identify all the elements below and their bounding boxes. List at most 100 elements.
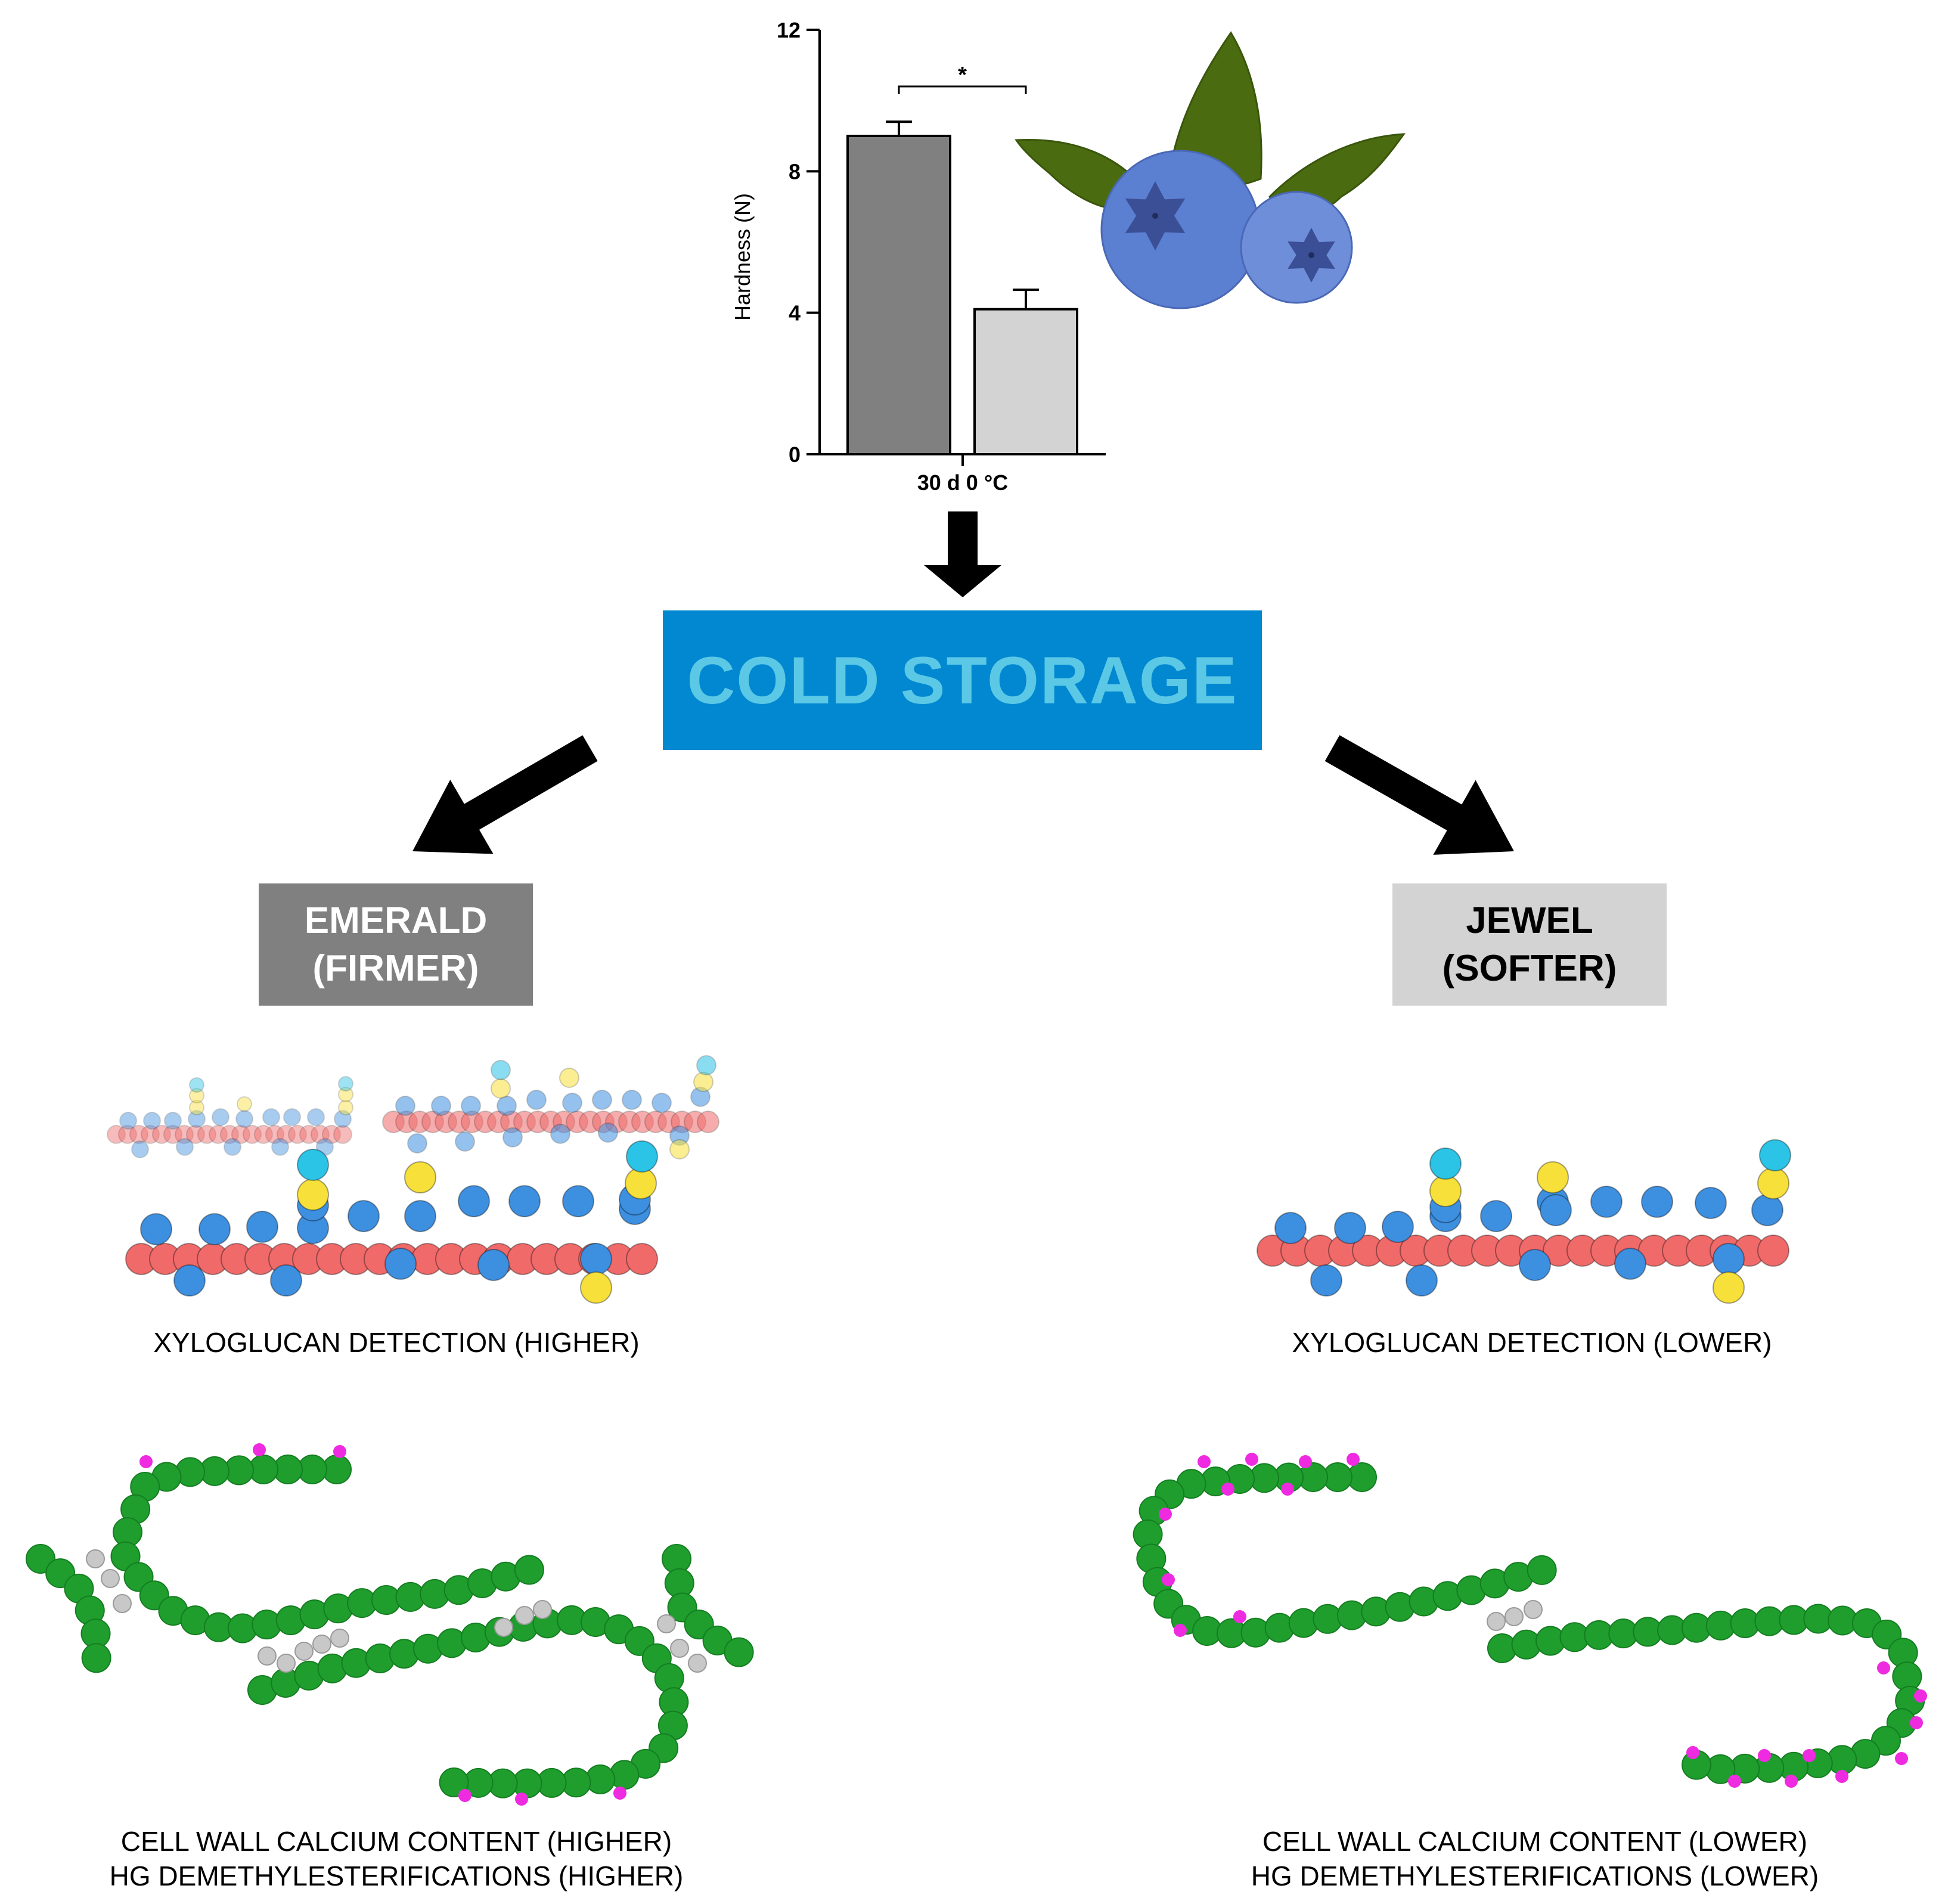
methyl-ester-group — [1245, 1453, 1258, 1466]
methyl-ester-group — [1162, 1573, 1175, 1586]
fucose-unit — [1759, 1139, 1791, 1171]
xylose-unit — [1540, 1194, 1572, 1226]
glucose-unit — [231, 1125, 250, 1144]
xylose-unit — [526, 1090, 547, 1110]
glucose-unit — [163, 1125, 182, 1144]
methyl-ester-group — [1281, 1483, 1294, 1496]
methyl-ester-group — [253, 1443, 266, 1456]
galactose-unit — [1537, 1161, 1569, 1193]
flow-arrows — [412, 511, 1514, 855]
left-arrow — [412, 735, 598, 854]
calyx-center — [1152, 213, 1158, 219]
y-axis-label: Hardness (N) — [730, 193, 755, 321]
xylose-unit — [455, 1131, 475, 1152]
xyloglucan-illustrations — [107, 1055, 1791, 1304]
homogalacturonan-unit — [1527, 1555, 1557, 1585]
galactose-unit — [189, 1100, 204, 1115]
fucose-unit — [696, 1055, 716, 1075]
glucose-unit — [311, 1125, 330, 1144]
xylose-unit — [1751, 1194, 1783, 1226]
xylose-unit — [1334, 1212, 1366, 1244]
left-hg-text: HG DEMETHYLESTERIFICATIONS (HIGHER) — [109, 1860, 684, 1891]
methyl-ester-group — [458, 1789, 471, 1802]
jewel-name: JEWEL — [1466, 900, 1593, 941]
glucose-unit — [118, 1125, 137, 1144]
bar — [846, 135, 951, 455]
calcium-ion — [330, 1629, 349, 1648]
galactose-unit — [404, 1161, 436, 1193]
xylose-unit — [271, 1138, 289, 1156]
xylose-unit — [143, 1112, 161, 1130]
right-xyloglucan-caption: XYLOGLUCAN DETECTION (LOWER) — [1292, 1327, 1772, 1358]
left-xyloglucan-caption: XYLOGLUCAN DETECTION (HIGHER) — [153, 1327, 640, 1358]
right-calcium-text: CELL WALL CALCIUM CONTENT (LOWER) — [1262, 1826, 1808, 1857]
xylose-unit — [508, 1185, 541, 1217]
xylose-unit — [407, 1133, 427, 1153]
left-calcium-text: CELL WALL CALCIUM CONTENT (HIGHER) — [120, 1826, 672, 1857]
jewel-note: (SOFTER) — [1442, 947, 1617, 989]
calcium-ion — [533, 1600, 552, 1619]
glucose-unit — [197, 1125, 216, 1144]
galactose-unit — [1757, 1167, 1789, 1199]
calcium-ion — [1524, 1600, 1543, 1619]
xylose-unit — [334, 1110, 352, 1128]
methyl-ester-group — [1803, 1749, 1816, 1762]
significance-bracket — [898, 85, 1027, 94]
galactose-unit — [559, 1068, 579, 1088]
glucose-unit — [1757, 1235, 1789, 1267]
xylose-unit — [1480, 1200, 1512, 1232]
xylose-unit — [235, 1110, 253, 1128]
glucose-unit — [322, 1125, 341, 1144]
xylose-unit — [477, 1249, 510, 1281]
xylose-unit — [131, 1140, 149, 1158]
glucose-unit — [626, 1243, 658, 1275]
calcium-ion — [277, 1654, 296, 1673]
galactose-unit — [237, 1096, 252, 1112]
calcium-ion — [258, 1646, 277, 1666]
methyl-ester-group — [613, 1787, 626, 1800]
glucose-unit — [288, 1125, 307, 1144]
fucose-unit — [338, 1076, 353, 1091]
right-hg-text: HG DEMETHYLESTERIFICATIONS (LOWER) — [1251, 1860, 1819, 1891]
xylose-unit — [1382, 1211, 1414, 1243]
emerald-note: (FIRMER) — [312, 947, 479, 989]
xylose-unit — [497, 1096, 517, 1116]
xylose-unit — [404, 1200, 436, 1232]
methyl-ester-group — [1785, 1775, 1798, 1788]
glucose-unit — [265, 1125, 284, 1144]
emerald-name: EMERALD — [304, 900, 488, 941]
galactose-unit — [338, 1087, 353, 1102]
xylose-unit — [140, 1213, 172, 1245]
x-tick-label: 30 d 0 °C — [917, 470, 1008, 495]
y-tick-label: 12 — [777, 18, 801, 42]
xylose-unit — [592, 1090, 612, 1110]
xylose-unit — [188, 1110, 206, 1128]
methyl-ester-group — [333, 1445, 346, 1458]
xylose-unit — [395, 1096, 415, 1116]
xylose-unit — [431, 1096, 451, 1116]
glucose-unit — [243, 1125, 262, 1144]
bar — [973, 308, 1078, 455]
methyl-ester-group — [1159, 1508, 1172, 1521]
calcium-ion — [101, 1569, 120, 1588]
calcium-ion — [1487, 1612, 1506, 1631]
xylose-unit — [550, 1124, 570, 1144]
glucose-unit — [697, 1111, 719, 1133]
glucose-unit — [107, 1125, 126, 1144]
xylose-unit — [307, 1108, 325, 1126]
homogalacturonan-unit — [724, 1637, 754, 1667]
calcium-ion — [515, 1606, 534, 1625]
down-arrow — [924, 511, 1001, 597]
xylose-unit — [212, 1108, 229, 1126]
calcium-ion — [657, 1614, 676, 1633]
xylose-unit — [1274, 1212, 1307, 1244]
glucose-unit — [129, 1125, 148, 1144]
xylose-unit — [1713, 1243, 1745, 1275]
methyl-ester-group — [1174, 1624, 1187, 1637]
methyl-ester-group — [1758, 1749, 1771, 1762]
xylose-unit — [580, 1243, 612, 1275]
xylose-unit — [502, 1127, 523, 1148]
xylose-unit — [652, 1093, 672, 1113]
